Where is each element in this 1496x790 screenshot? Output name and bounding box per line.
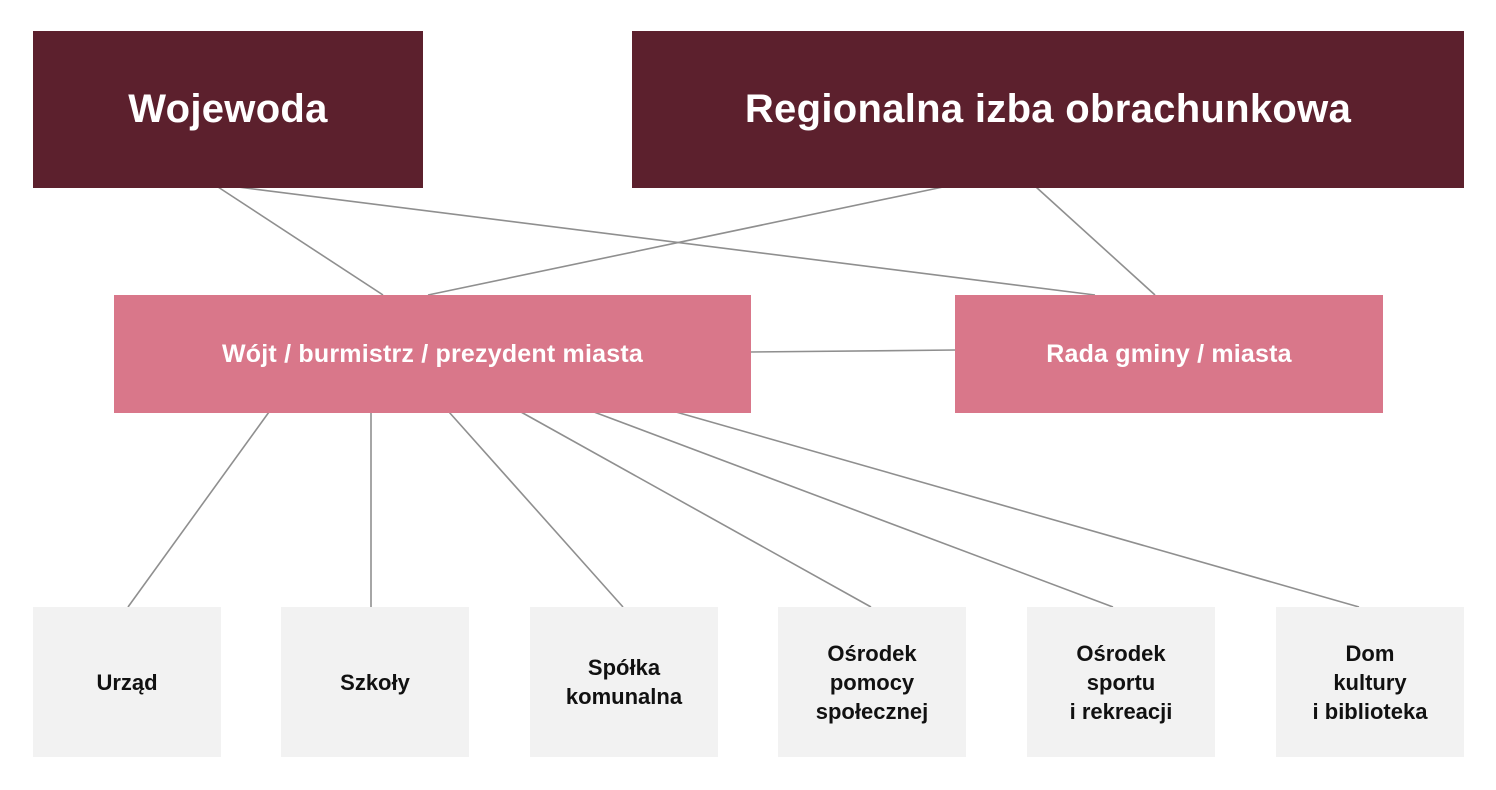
mayor-box: Wójt / burmistrz / prezydent miasta — [114, 295, 751, 413]
social-center-box: Ośrodek pomocy społecznej — [778, 607, 966, 757]
culture-house-label: Dom kultury i biblioteka — [1312, 640, 1428, 724]
mayor-label: Wójt / burmistrz / prezydent miasta — [222, 339, 643, 368]
culture-house-box: Dom kultury i biblioteka — [1276, 607, 1464, 757]
connector-mayor-company — [448, 411, 624, 608]
voivode-label: Wojewoda — [128, 87, 328, 131]
connector-chamber-mayor — [427, 186, 944, 296]
company-label: Spółka komunalna — [565, 655, 683, 709]
connector-mayor-council — [749, 349, 957, 353]
connector-voivode-council — [237, 186, 1096, 296]
sport-center-box: Ośrodek sportu i rekreacji — [1027, 607, 1215, 757]
connector-mayor-culture — [675, 411, 1360, 608]
connector-chamber-council — [1035, 186, 1156, 296]
connector-voivode-mayor — [217, 186, 384, 296]
audit-chamber-label: Regionalna izba obrachunkowa — [744, 87, 1352, 131]
social-center-label: Ośrodek pomocy społecznej — [815, 640, 929, 724]
office-label: Urząd — [96, 669, 158, 695]
connector-mayor-office — [127, 411, 270, 608]
council-box: Rada gminy / miasta — [955, 295, 1383, 413]
connector-mayor-sport — [593, 411, 1114, 608]
schools-label: Szkoły — [340, 669, 410, 695]
company-box: Spółka komunalna — [530, 607, 718, 757]
schools-box: Szkoły — [281, 607, 469, 757]
connector-mayor-social — [520, 411, 872, 608]
office-box: Urząd — [33, 607, 221, 757]
sport-center-label: Ośrodek sportu i rekreacji — [1069, 640, 1173, 724]
voivode-box: Wojewoda — [33, 31, 423, 188]
audit-chamber-box: Regionalna izba obrachunkowa — [632, 31, 1464, 188]
council-label: Rada gminy / miasta — [1046, 339, 1292, 368]
